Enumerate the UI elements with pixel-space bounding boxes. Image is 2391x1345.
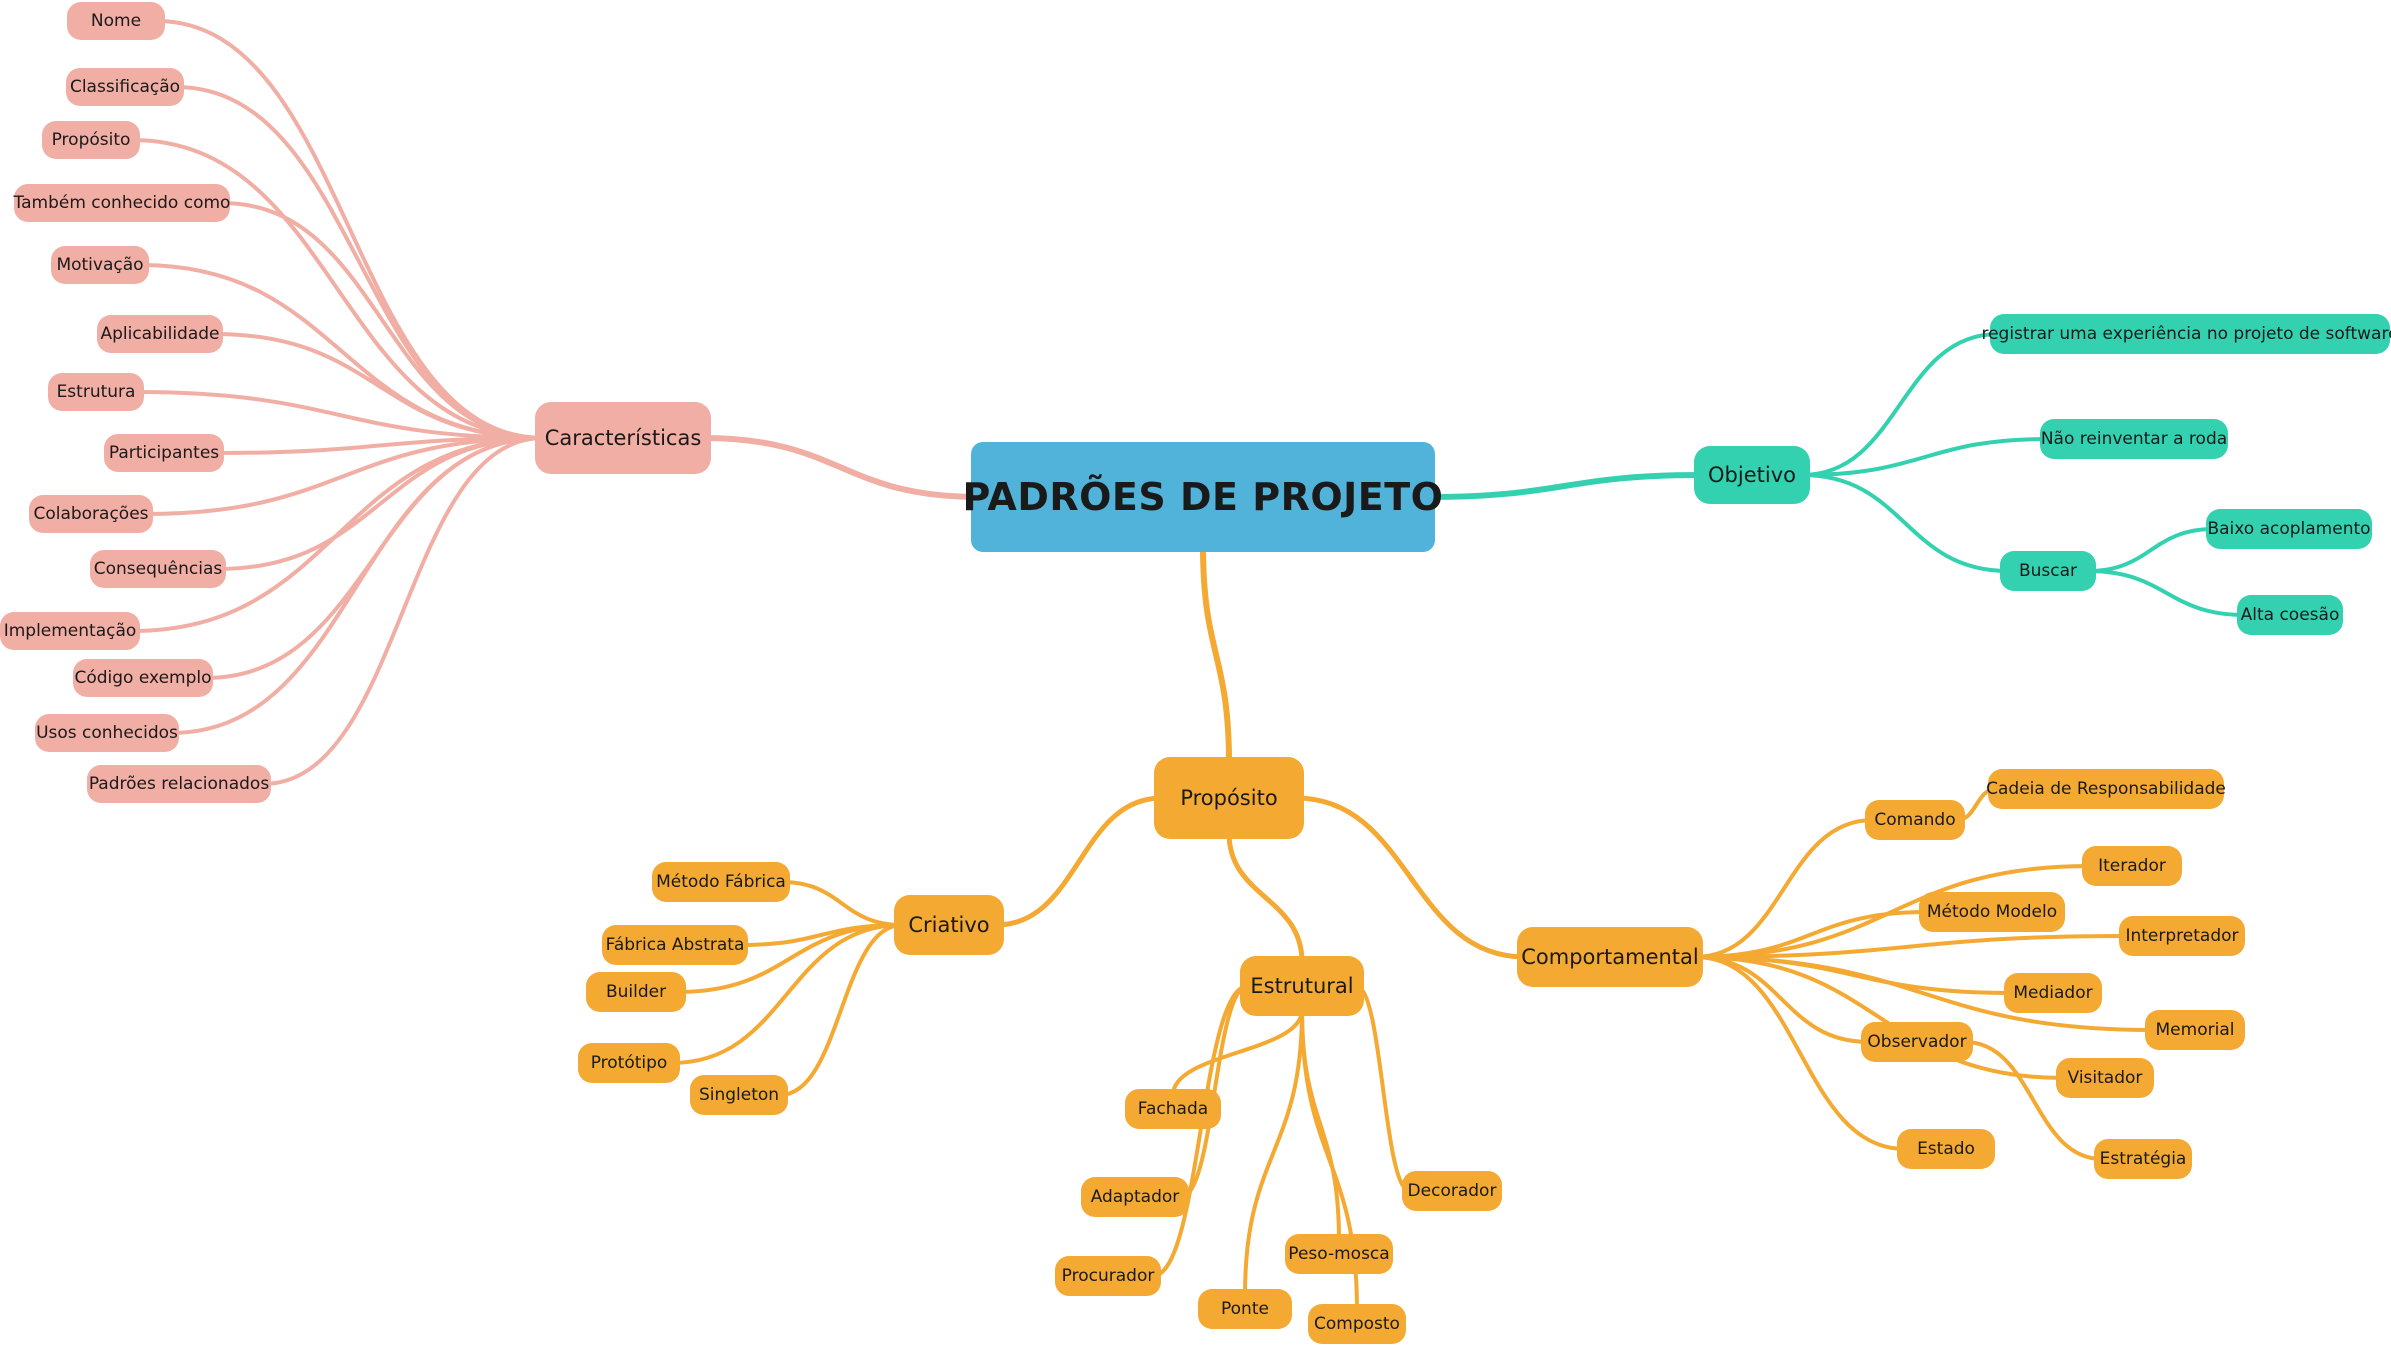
connector-cmd <box>1693 818 1875 959</box>
topic-motivacao[interactable]: Motivação <box>51 246 149 284</box>
topic-estado[interactable]: Estado <box>1897 1129 1995 1169</box>
topic-estrutura[interactable]: Estrutura <box>48 373 144 411</box>
connector-car0 <box>155 19 545 440</box>
topic-usos-conhecidos[interactable]: Usos conhecidos <box>35 714 179 752</box>
branch-topic-objetivo[interactable]: Objetivo <box>1694 446 1810 504</box>
topic-consequencias[interactable]: Consequências <box>90 550 226 588</box>
topic-buscar[interactable]: Buscar <box>2000 551 2096 591</box>
connector-car3 <box>220 201 545 440</box>
connector-bus0 <box>2086 527 2216 573</box>
topic-peso-mosca[interactable]: Peso-mosca <box>1285 1234 1393 1274</box>
connector-car5 <box>213 332 545 440</box>
connector-ci6 <box>1693 955 1907 1151</box>
connector-obs <box>1693 955 1871 1044</box>
connector-obj1 <box>1800 437 2050 477</box>
topic-baixo-acoplamento[interactable]: Baixo acoplamento <box>2206 509 2372 549</box>
topic-prototipo[interactable]: Protótipo <box>578 1043 680 1083</box>
connector-bus <box>1800 473 2010 573</box>
topic-tambem-conhecido-como[interactable]: Também conhecido como <box>14 184 230 222</box>
connector-cri3 <box>670 923 904 1065</box>
topic-participantes[interactable]: Participantes <box>104 434 224 472</box>
topic-composto[interactable]: Composto <box>1308 1304 1406 1344</box>
topic-estrategia[interactable]: Estratégia <box>2094 1139 2192 1179</box>
root-topic-padroes-de-projeto[interactable]: PADRÕES DE PROJETO <box>963 442 1443 552</box>
connector-ci5 <box>1693 955 2066 1080</box>
connector-est3 <box>1243 1008 1304 1297</box>
connector-cri <box>993 795 1165 928</box>
branch-topic-comportamental[interactable]: Comportamental <box>1517 927 1703 987</box>
connector-obj <box>1424 472 1705 500</box>
connector-obj0 <box>1800 332 2000 477</box>
topic-builder[interactable]: Builder <box>586 972 686 1012</box>
topic-implementacao[interactable]: Implementação <box>0 612 140 650</box>
topic-nao-reinventar-a-roda[interactable]: Não reinventar a roda <box>2040 419 2228 459</box>
topic-comando[interactable]: Comando <box>1865 800 1965 840</box>
topic-visitador[interactable]: Visitador <box>2056 1058 2154 1098</box>
connector-car2 <box>130 138 545 440</box>
topic-alta-coesao[interactable]: Alta coesão <box>2237 595 2343 635</box>
connector-car13 <box>261 436 545 786</box>
connector-cri4 <box>778 923 904 1097</box>
topic-ponte[interactable]: Ponte <box>1198 1289 1292 1329</box>
connector-cri0 <box>780 880 904 927</box>
topic-procurador[interactable]: Procurador <box>1055 1256 1161 1296</box>
topic-memorial[interactable]: Memorial <box>2145 1010 2245 1050</box>
topic-observador[interactable]: Observador <box>1861 1022 1973 1062</box>
topic-padroes-relacionados[interactable]: Padrões relacionados <box>87 765 271 803</box>
connector-est6 <box>1354 984 1412 1193</box>
branch-topic-caracteristicas[interactable]: Características <box>535 402 711 474</box>
connector-car8 <box>143 436 545 516</box>
connector-ci0 <box>1693 864 2092 959</box>
topic-adaptador[interactable]: Adaptador <box>1081 1177 1189 1217</box>
connector-car1 <box>174 85 545 440</box>
topic-classificacao[interactable]: Classificação <box>66 68 184 106</box>
connector-cri2 <box>676 923 904 994</box>
connector-car <box>700 435 982 500</box>
branch-topic-proposito[interactable]: Propósito <box>1154 757 1304 839</box>
topic-fachada[interactable]: Fachada <box>1125 1089 1221 1129</box>
connector-pro <box>1200 543 1232 766</box>
connector-car12 <box>169 436 545 735</box>
connector-car10 <box>130 436 545 633</box>
topic-singleton[interactable]: Singleton <box>690 1075 788 1115</box>
topic-metodo-fabrica[interactable]: Método Fábrica <box>652 862 790 902</box>
topic-codigo-exemplo[interactable]: Código exemplo <box>73 659 213 697</box>
branch-topic-criativo[interactable]: Criativo <box>894 895 1004 955</box>
topic-registrar-uma-experiencia-no-projeto-de-software[interactable]: registrar uma experiência no projeto de … <box>1981 314 2391 354</box>
connector-est4 <box>1300 1008 1341 1242</box>
topic-cadeia-de-responsabilidade[interactable]: Cadeia de Responsabilidade <box>1986 769 2226 809</box>
connector-obs0 <box>1963 1040 2104 1161</box>
connector-bus1 <box>2086 569 2247 617</box>
topic-decorador[interactable]: Decorador <box>1402 1171 1502 1211</box>
connector-car6 <box>134 390 545 440</box>
connector-com <box>1293 795 1528 960</box>
topic-fabrica-abstrata[interactable]: Fábrica Abstrata <box>602 925 748 965</box>
connector-est0 <box>1171 1008 1304 1097</box>
connector-ci2 <box>1693 934 2129 959</box>
topic-aplicabilidade[interactable]: Aplicabilidade <box>97 315 223 353</box>
branch-topic-estrutural[interactable]: Estrutural <box>1240 956 1364 1016</box>
connector-ci4 <box>1693 955 2155 1032</box>
topic-iterador[interactable]: Iterador <box>2082 846 2182 886</box>
connector-est2 <box>1151 984 1250 1278</box>
topic-nome[interactable]: Nome <box>67 2 165 40</box>
topic-proposito[interactable]: Propósito <box>42 121 140 159</box>
topic-metodo-modelo[interactable]: Método Modelo <box>1919 892 2065 932</box>
topic-colaboracoes[interactable]: Colaborações <box>29 495 153 533</box>
connector-est <box>1226 830 1305 965</box>
topic-mediador[interactable]: Mediador <box>2004 973 2102 1013</box>
topic-interpretador[interactable]: Interpretador <box>2119 916 2245 956</box>
